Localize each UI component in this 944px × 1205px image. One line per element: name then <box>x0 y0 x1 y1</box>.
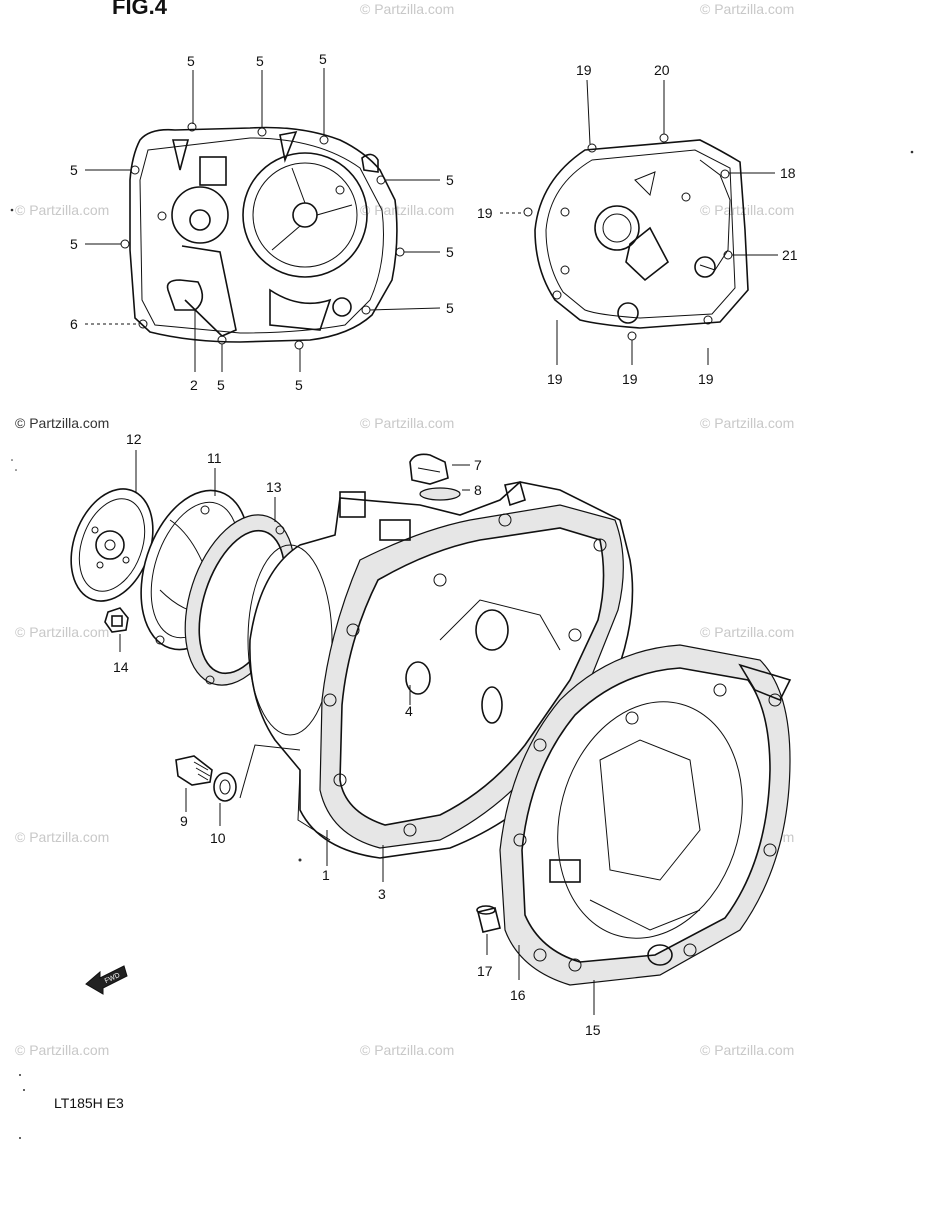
callout-label: 5 <box>319 51 327 67</box>
watermark: © Partzilla.com <box>700 1 794 17</box>
leader-drain <box>239 744 301 799</box>
watermark: © Partzilla.com <box>360 415 454 431</box>
filler-cap-illustration <box>409 453 461 501</box>
dowel-pin-illustration <box>476 905 501 933</box>
callout-label: 2 <box>190 377 198 393</box>
callout-label: 17 <box>477 963 493 979</box>
callout-label: 19 <box>622 371 638 387</box>
watermark: © Partzilla.com <box>700 1042 794 1058</box>
callout-label: 13 <box>266 479 282 495</box>
watermark: © Partzilla.com <box>15 1042 109 1058</box>
gasket-bolt-holes <box>523 133 733 341</box>
callout-label: 20 <box>654 62 670 78</box>
watermark: © Partzilla.com <box>15 415 109 431</box>
leaders-top-right <box>500 79 778 365</box>
labels-top-right: 19 20 18 19 21 19 19 19 <box>477 62 798 387</box>
leaders-top-left <box>85 68 441 372</box>
callout-label: 19 <box>698 371 714 387</box>
callout-label: 1 <box>322 867 330 883</box>
arrow-left-icon <box>85 965 128 995</box>
main-case-illustration <box>247 481 634 859</box>
callout-label: 19 <box>576 62 592 78</box>
callout-label: 5 <box>295 377 303 393</box>
watermark: © Partzilla.com <box>700 202 794 218</box>
callout-label: 9 <box>180 813 188 829</box>
callout-label: 19 <box>547 371 563 387</box>
watermark: © Partzilla.com <box>360 202 454 218</box>
right-case-illustration <box>499 644 792 986</box>
callout-label: 5 <box>70 236 78 252</box>
watermark: © Partzilla.com <box>700 415 794 431</box>
watermark: © Partzilla.com <box>15 202 109 218</box>
model-code: LT185H E3 <box>54 1095 124 1111</box>
callout-label: 5 <box>446 172 454 188</box>
callout-label: 14 <box>113 659 129 675</box>
callout-label: 11 <box>207 450 222 466</box>
forward-arrow: FWD <box>85 965 128 995</box>
labels-top-left: 5 5 5 5 5 5 5 6 5 2 5 5 <box>70 51 454 393</box>
bolt-illustration <box>104 607 129 633</box>
drain-plug-illustration <box>175 755 237 802</box>
callout-label: 5 <box>70 162 78 178</box>
callout-label: 5 <box>256 53 264 69</box>
callout-label: 4 <box>405 703 413 719</box>
callout-label: 15 <box>585 1022 601 1038</box>
callout-label: 5 <box>446 244 454 260</box>
callout-label: 6 <box>70 316 78 332</box>
drum-plate-illustration <box>70 488 154 602</box>
callout-label: 8 <box>474 482 482 498</box>
callout-label: 19 <box>477 205 493 221</box>
figure-title: FIG.4 <box>112 0 168 19</box>
callout-label: 5 <box>446 300 454 316</box>
clutch-cover-illustration <box>120 122 405 350</box>
callout-label: 16 <box>510 987 526 1003</box>
callout-label: 21 <box>782 247 798 263</box>
cover-bolt-holes <box>120 122 405 350</box>
watermark: © Partzilla.com <box>360 1042 454 1058</box>
watermark: © Partzilla.com <box>15 829 109 845</box>
callout-label: 5 <box>187 53 195 69</box>
watermark: © Partzilla.com <box>15 624 109 640</box>
watermark: © Partzilla.com <box>360 1 454 17</box>
callout-label: 18 <box>780 165 796 181</box>
scan-specks <box>10 150 914 1139</box>
callout-label: 7 <box>474 457 482 473</box>
watermark: © Partzilla.com <box>700 624 794 640</box>
callout-label: 5 <box>217 377 225 393</box>
magneto-cover-gasket-illustration <box>523 133 749 341</box>
callout-label: 12 <box>126 431 142 447</box>
callout-label: 10 <box>210 830 226 846</box>
callout-label: 3 <box>378 886 386 902</box>
